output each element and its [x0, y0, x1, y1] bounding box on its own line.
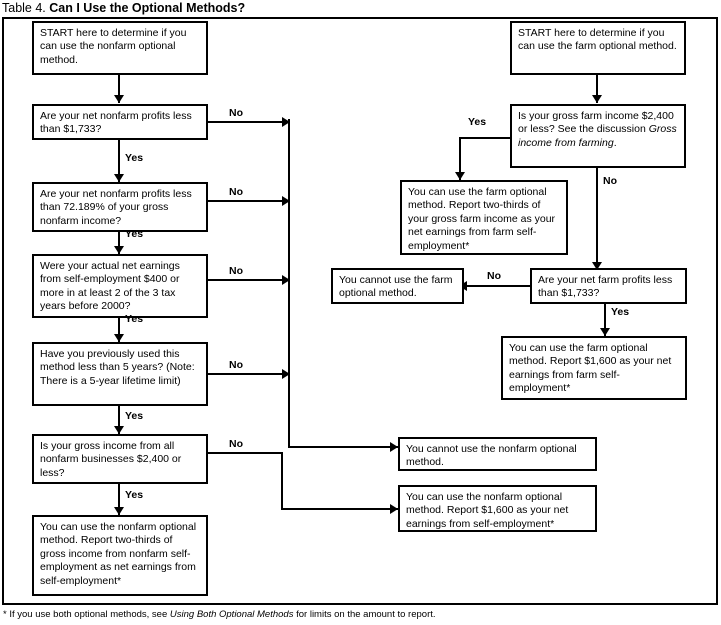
connector-nonfarm-q5-no-h2: [281, 508, 398, 510]
edge-label-no: No: [487, 270, 501, 282]
nonfarm-q2-box: Are your net nonfarm profits less than 7…: [32, 182, 208, 232]
nonfarm-start-box: START here to determine if you can use t…: [32, 21, 208, 75]
arrow-down-icon: [114, 95, 124, 103]
connector-nonfarm-q5-no-h1: [208, 452, 283, 454]
connector-nonfarm-q2-yes: [118, 232, 120, 254]
connector-nonfarm-q2-no: [208, 200, 290, 202]
connector-nonfarm-q5-no-v: [281, 452, 283, 510]
arrow-down-icon: [592, 262, 602, 270]
edge-label-no: No: [229, 186, 243, 198]
farm-result-1600-box: You can use the farm optional method. Re…: [501, 336, 687, 400]
nonfarm-q1-box: Are your net nonfarm profits less than $…: [32, 104, 208, 140]
edge-label-no: No: [229, 265, 243, 277]
connector-nonfarm-no-collector-out: [288, 446, 398, 448]
edge-label-no: No: [229, 359, 243, 371]
edge-label-no: No: [603, 175, 617, 187]
footnote-post: for limits on the amount to report.: [293, 609, 436, 620]
farm-q1-text-post: .: [613, 136, 617, 149]
title-main: Can I Use the Optional Methods?: [49, 1, 246, 15]
connector-nonfarm-q4-no: [208, 373, 290, 375]
arrow-down-icon: [114, 246, 124, 254]
edge-label-no: No: [229, 107, 243, 119]
arrow-down-icon: [592, 95, 602, 103]
edge-label-no: No: [229, 438, 243, 450]
nonfarm-result-yes-box: You can use the nonfarm optional method.…: [32, 515, 208, 596]
farm-result-no-box: You cannot use the farm optional method.: [331, 268, 464, 304]
connector-nonfarm-q4-yes: [118, 406, 120, 434]
connector-nonfarm-q1-yes: [118, 140, 120, 182]
arrow-down-icon: [114, 174, 124, 182]
connector-farm-start-to-q1: [596, 75, 598, 103]
farm-q1-box: Is your gross farm income $2,400 or less…: [510, 104, 686, 168]
arrow-down-icon: [600, 328, 610, 336]
arrow-down-icon: [455, 172, 465, 180]
footnote-pre: * If you use both optional methods, see: [3, 609, 170, 620]
connector-farm-q1-no: [596, 168, 598, 270]
connector-farm-q2-yes: [604, 304, 606, 336]
edge-label-yes: Yes: [125, 152, 144, 164]
connector-nonfarm-q5-yes: [118, 484, 120, 515]
connector-nonfarm-start-to-q1: [118, 75, 120, 103]
arrow-right-icon: [390, 442, 398, 452]
title-prefix: Table 4.: [2, 1, 46, 15]
farm-start-box: START here to determine if you can use t…: [510, 21, 686, 75]
nonfarm-q3-box: Were your actual net earnings from self-…: [32, 254, 208, 318]
farm-q1-text-italic: Gross income from farming: [518, 123, 677, 149]
connector-nonfarm-no-collector: [288, 119, 290, 448]
arrow-right-icon: [390, 504, 398, 514]
edge-label-yes: Yes: [125, 228, 144, 240]
edge-label-yes: Yes: [125, 313, 144, 325]
nonfarm-q5-box: Is your gross income from all nonfarm bu…: [32, 434, 208, 484]
page-title: Table 4. Can I Use the Optional Methods?: [2, 0, 702, 16]
arrow-down-icon: [114, 334, 124, 342]
connector-nonfarm-q3-yes: [118, 318, 120, 342]
edge-label-yes: Yes: [611, 306, 630, 318]
connector-farm-q1-yes-h: [459, 137, 512, 139]
farm-result-yes-box: You can use the farm optional method. Re…: [400, 180, 568, 255]
connector-nonfarm-q3-no: [208, 279, 290, 281]
arrow-right-icon: [282, 369, 290, 379]
connector-farm-q1-yes-v: [459, 137, 461, 181]
farm-q2-box: Are your net farm profits less than $1,7…: [530, 268, 687, 304]
arrow-right-icon: [282, 117, 290, 127]
connector-nonfarm-q1-no: [208, 121, 290, 123]
connector-farm-q2-no: [466, 285, 530, 287]
edge-label-yes: Yes: [125, 410, 144, 422]
arrow-down-icon: [114, 507, 124, 515]
nonfarm-result-1600-box: You can use the nonfarm optional method.…: [398, 485, 597, 532]
arrow-right-icon: [282, 196, 290, 206]
edge-label-yes: Yes: [125, 489, 144, 501]
arrow-right-icon: [282, 275, 290, 285]
farm-q1-text-pre: Is your gross farm income $2,400 or less…: [518, 110, 674, 136]
footnote: * If you use both optional methods, see …: [3, 609, 713, 621]
arrow-down-icon: [114, 426, 124, 434]
edge-label-yes: Yes: [468, 116, 487, 128]
footnote-italic: Using Both Optional Methods: [169, 609, 294, 620]
nonfarm-result-no-box: You cannot use the nonfarm optional meth…: [398, 437, 597, 471]
nonfarm-q4-box: Have you previously used this method les…: [32, 342, 208, 406]
